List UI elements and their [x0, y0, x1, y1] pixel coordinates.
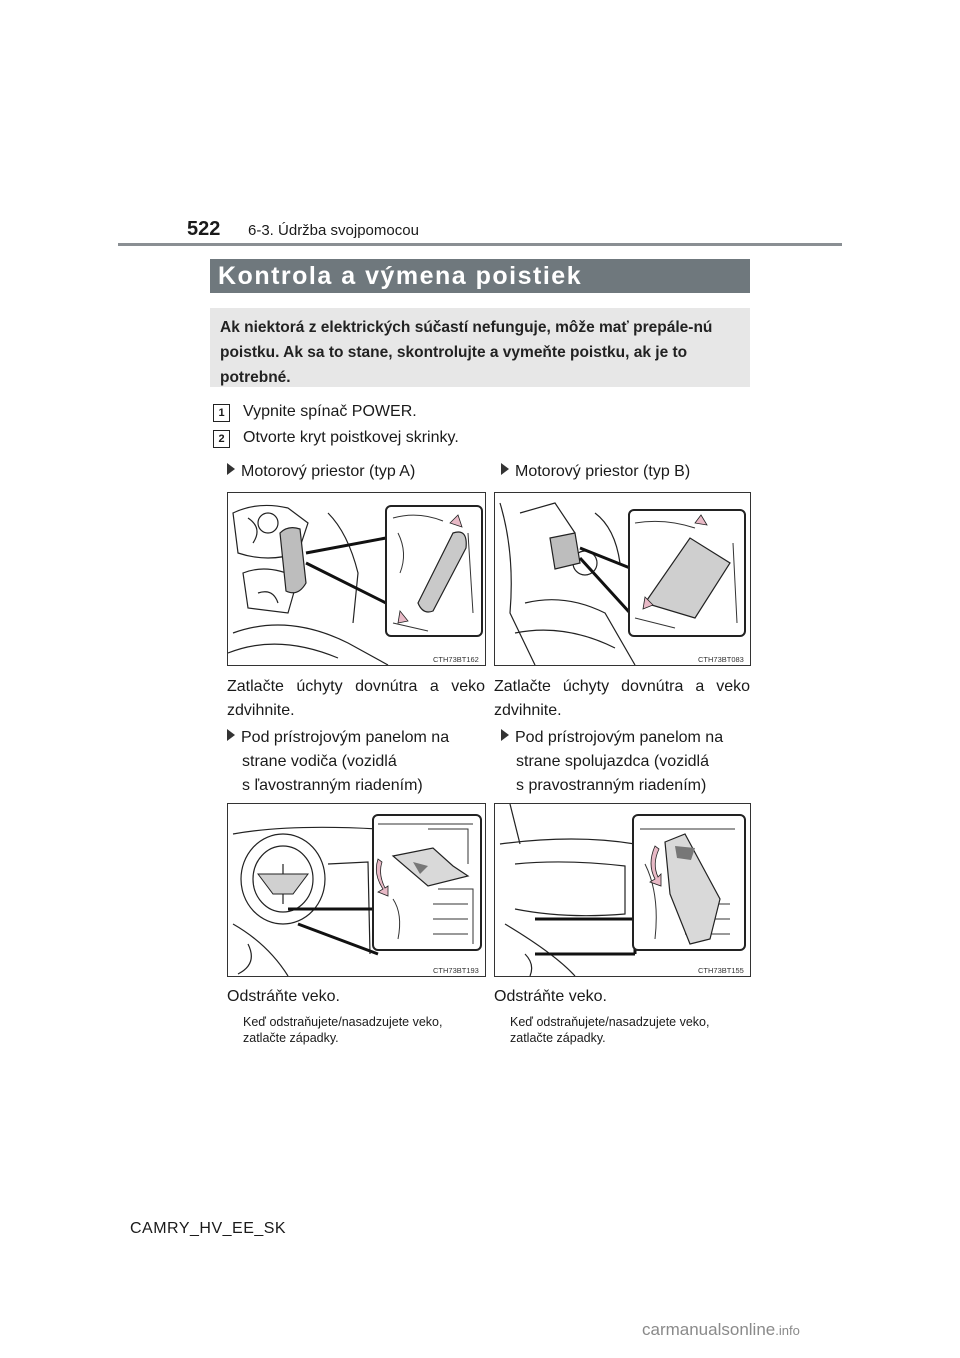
watermark-suffix: .info	[775, 1323, 800, 1338]
page-number: 522	[187, 218, 221, 240]
panel-a-caption-text: Zatlačte úchyty dovnútra a veko zdvihnit…	[227, 678, 485, 719]
dashboard-illustration-d	[499, 804, 746, 976]
panel-d-title-line-3: s pravostranným riadením)	[516, 777, 707, 794]
figure-driver-side: CTH73BT193	[227, 803, 486, 977]
intro-text: Ak niektorá z elektrických súčastí nefun…	[220, 319, 713, 386]
panel-b-caption: Zatlačte úchyty dovnútra a veko zdvihnit…	[494, 675, 750, 723]
panel-a-title: Motorový priestor (typ A)	[227, 463, 415, 481]
step-text-2: Otvorte kryt poistkovej skrinky.	[243, 429, 459, 446]
dashboard-illustration-c	[232, 814, 482, 976]
panel-c-title-line-3: s ľavostranným riadením)	[242, 777, 423, 794]
heading-bar: Kontrola a výmena poistiek	[210, 259, 750, 293]
step-text-1: Vypnite spínač POWER.	[243, 403, 417, 420]
watermark: carmanualsonline.info	[642, 1320, 800, 1340]
engine-illustration-a	[228, 504, 483, 665]
intro-box: Ak niektorá z elektrických súčastí nefun…	[210, 308, 750, 387]
panel-b-title: Motorový priestor (typ B)	[501, 463, 690, 481]
panel-d-title-line-1: Pod prístrojovým panelom na	[515, 729, 724, 746]
panel-c-title-line-1: Pod prístrojovým panelom na	[241, 729, 450, 746]
engine-illustration-b	[499, 502, 746, 665]
figure-passenger-side: CTH73BT155	[494, 803, 751, 977]
figure-code-d: CTH73BT155	[698, 966, 744, 975]
figure-code-b: CTH73BT083	[698, 655, 744, 664]
panel-b-caption-text: Zatlačte úchyty dovnútra a veko zdvihnit…	[494, 678, 750, 719]
bullet-triangle-icon	[501, 463, 509, 475]
panel-a-title-text: Motorový priestor (typ A)	[241, 463, 416, 480]
panel-c-caption: Odstráňte veko.	[227, 988, 340, 1005]
header-rule	[118, 243, 842, 246]
figure-engine-type-a: CTH73BT162	[227, 492, 486, 666]
panel-d-title-line-2: strane spolujazdca (vozidlá	[516, 753, 709, 770]
bullet-triangle-icon	[501, 729, 509, 741]
figure-code-c: CTH73BT193	[433, 966, 479, 975]
panel-d-note: Keď odstraňujete/nasadzujete veko, zatla…	[510, 1015, 710, 1045]
figure-code-a: CTH73BT162	[433, 655, 479, 664]
step-badge-2: 2	[213, 430, 230, 448]
panel-a-caption: Zatlačte úchyty dovnútra a veko zdvihnit…	[227, 675, 485, 723]
watermark-main: carmanualsonline	[642, 1320, 776, 1339]
panel-c-title: Pod prístrojovým panelom na strane vodič…	[227, 726, 449, 798]
figure-engine-type-b: CTH73BT083	[494, 492, 751, 666]
section-title: 6-3. Údržba svojpomocou	[248, 222, 419, 239]
panel-b-title-text: Motorový priestor (typ B)	[515, 463, 691, 480]
panel-c-note: Keď odstraňujete/nasadzujete veko, zatla…	[243, 1015, 443, 1045]
panel-d-title: Pod prístrojovým panelom na strane spolu…	[501, 726, 723, 798]
bullet-triangle-icon	[227, 729, 235, 741]
panel-c-title-line-2: strane vodiča (vozidlá	[242, 753, 397, 770]
footer-doc-code: CAMRY_HV_EE_SK	[130, 1220, 287, 1237]
step-badge-1: 1	[213, 404, 230, 422]
bullet-triangle-icon	[227, 463, 235, 475]
panel-d-caption: Odstráňte veko.	[494, 988, 607, 1005]
